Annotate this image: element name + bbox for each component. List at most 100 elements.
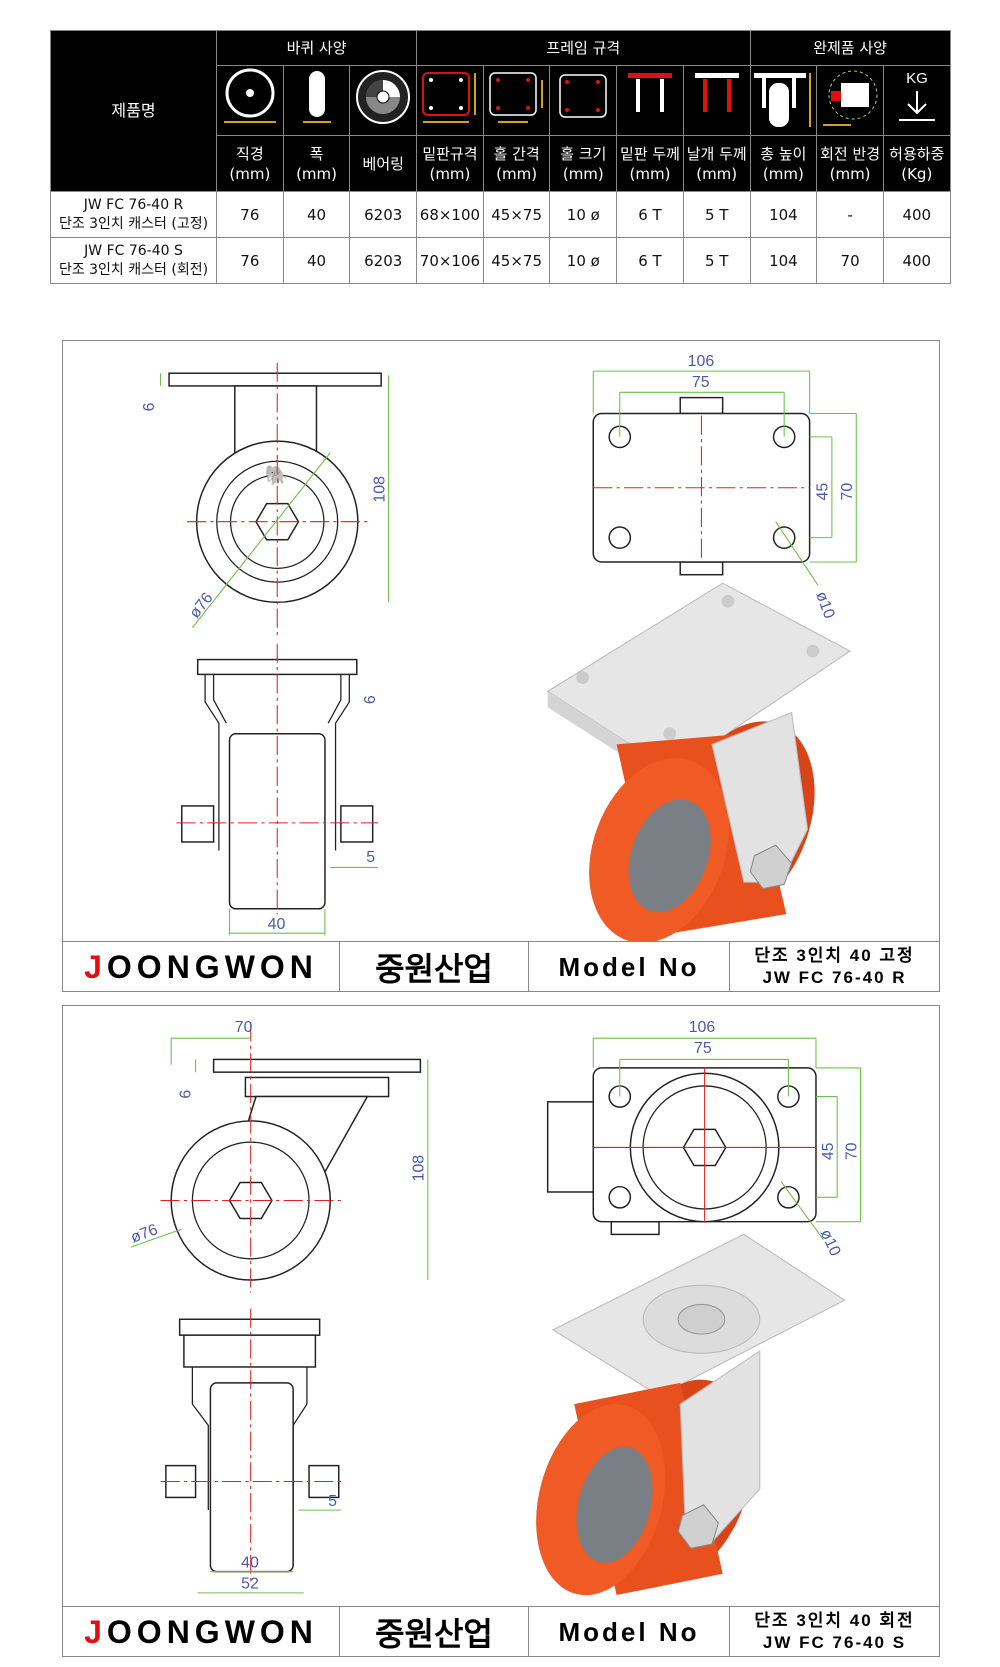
group-product-spec: 완제품 사양 <box>749 30 951 66</box>
cell: 400 <box>882 191 951 238</box>
svg-text:KG: KG <box>906 70 928 87</box>
cell: 70×106 <box>416 237 484 284</box>
plate-thickness-icon <box>616 65 684 136</box>
cell: 5 T <box>682 191 751 238</box>
svg-text:108: 108 <box>371 476 388 503</box>
col-label-width: 폭(mm) <box>282 135 351 192</box>
load-capacity-icon: KG <box>882 65 951 136</box>
cell: 5 T <box>682 237 751 284</box>
svg-text:6: 6 <box>362 695 379 704</box>
svg-text:ø10: ø10 <box>812 589 837 621</box>
plate-size-icon <box>416 65 484 136</box>
product-name-header: 제품명 <box>50 30 217 192</box>
col-label-swivel-radius: 회전 반경(mm) <box>816 135 884 192</box>
svg-text:🐘: 🐘 <box>265 464 289 486</box>
svg-text:70: 70 <box>843 1142 860 1160</box>
svg-text:70: 70 <box>839 483 856 501</box>
svg-text:6: 6 <box>177 1090 194 1099</box>
svg-text:45: 45 <box>815 483 832 501</box>
svg-text:45: 45 <box>820 1142 837 1160</box>
model-no-label: Model No <box>529 942 730 992</box>
col-label-plate-size: 밑판규격(mm) <box>416 135 484 192</box>
svg-text:75: 75 <box>692 374 710 391</box>
bearing-icon <box>349 65 418 136</box>
cell: 70 <box>816 237 884 284</box>
svg-text:ø10: ø10 <box>817 1227 844 1259</box>
side-view-fixed: 🐘 6 108 ø76 <box>141 362 390 639</box>
group-frame-spec: 프레임 규격 <box>416 30 751 66</box>
hole-size-icon <box>549 65 618 136</box>
svg-text:5: 5 <box>366 849 375 866</box>
cell: 45×75 <box>482 237 551 284</box>
cell: - <box>816 191 884 238</box>
col-label-hole-spacing: 홀 간격(mm) <box>482 135 551 192</box>
col-label-leg-thickness: 날개 두께(mm) <box>682 135 751 192</box>
svg-text:5: 5 <box>328 1493 337 1510</box>
col-label-plate-thickness: 밑판 두께(mm) <box>616 135 684 192</box>
total-height-icon <box>749 65 818 136</box>
cell: 104 <box>749 237 818 284</box>
cell: 45×75 <box>482 191 551 238</box>
caster-3d-render-fixed <box>546 582 851 941</box>
technical-drawing-swivel: 70 6 108 ø76 40 52 5 <box>129 1019 862 1596</box>
drawing-panel-swivel: 70 6 108 ø76 40 52 5 <box>62 1005 940 1657</box>
svg-text:106: 106 <box>688 353 715 370</box>
svg-text:40: 40 <box>241 1554 259 1571</box>
cell: 6 T <box>616 191 684 238</box>
swivel-radius-icon <box>816 65 884 136</box>
hole-spacing-icon <box>482 65 551 136</box>
wheel-width-icon <box>282 65 351 136</box>
cell: 76 <box>216 237 284 284</box>
svg-text:6: 6 <box>141 402 158 411</box>
cell: 68×100 <box>416 191 484 238</box>
col-label-load: 허용하중(Kg) <box>882 135 951 192</box>
cell: 10 ø <box>549 191 618 238</box>
side-view-swivel: 70 6 108 ø76 <box>129 1019 429 1293</box>
svg-text:40: 40 <box>268 916 286 933</box>
wheel-diameter-icon <box>216 65 284 136</box>
cell: 6 T <box>616 237 684 284</box>
leg-thickness-icon <box>682 65 751 136</box>
caster-3d-render-swivel <box>536 1233 846 1596</box>
cell: 76 <box>216 191 284 238</box>
plate-top-view-fixed: 106 75 45 70 ø10 <box>592 353 857 621</box>
svg-text:108: 108 <box>411 1155 428 1182</box>
col-label-hole-size: 홀 크기(mm) <box>549 135 618 192</box>
cell: 400 <box>882 237 951 284</box>
cell: 6203 <box>349 191 418 238</box>
cell: 40 <box>282 237 351 284</box>
plate-top-view-swivel: 106 75 45 70 ø10 <box>546 1019 862 1259</box>
col-label-total-height: 총 높이(mm) <box>749 135 818 192</box>
model-no-label: Model No <box>529 1607 730 1657</box>
front-view-fixed: 40 5 6 <box>176 643 379 936</box>
drawing-panel-fixed: 🐘 6 108 ø76 40 5 6 <box>62 340 940 992</box>
front-view-swivel: 40 52 5 <box>160 1308 341 1594</box>
cell: 6203 <box>349 237 418 284</box>
company-name: 중원산업 <box>340 1607 529 1657</box>
svg-text:ø76: ø76 <box>186 590 216 622</box>
col-label-bearing: 베어링 <box>349 135 418 192</box>
cell: 104 <box>749 191 818 238</box>
company-name: 중원산업 <box>340 942 529 992</box>
cell: 40 <box>282 191 351 238</box>
cell: 10 ø <box>549 237 618 284</box>
technical-drawing-fixed: 🐘 6 108 ø76 40 5 6 <box>141 353 857 941</box>
spec-table: 제품명 바퀴 사양 프레임 규격 완제품 사양 KG 직경(mm) 폭(mm) … <box>50 30 951 284</box>
col-label-diameter: 직경(mm) <box>216 135 284 192</box>
svg-text:75: 75 <box>694 1040 712 1057</box>
svg-text:106: 106 <box>689 1019 716 1036</box>
group-wheel-spec: 바퀴 사양 <box>215 30 418 66</box>
svg-text:52: 52 <box>241 1576 259 1593</box>
svg-text:ø76: ø76 <box>129 1221 161 1246</box>
svg-text:70: 70 <box>235 1019 253 1036</box>
